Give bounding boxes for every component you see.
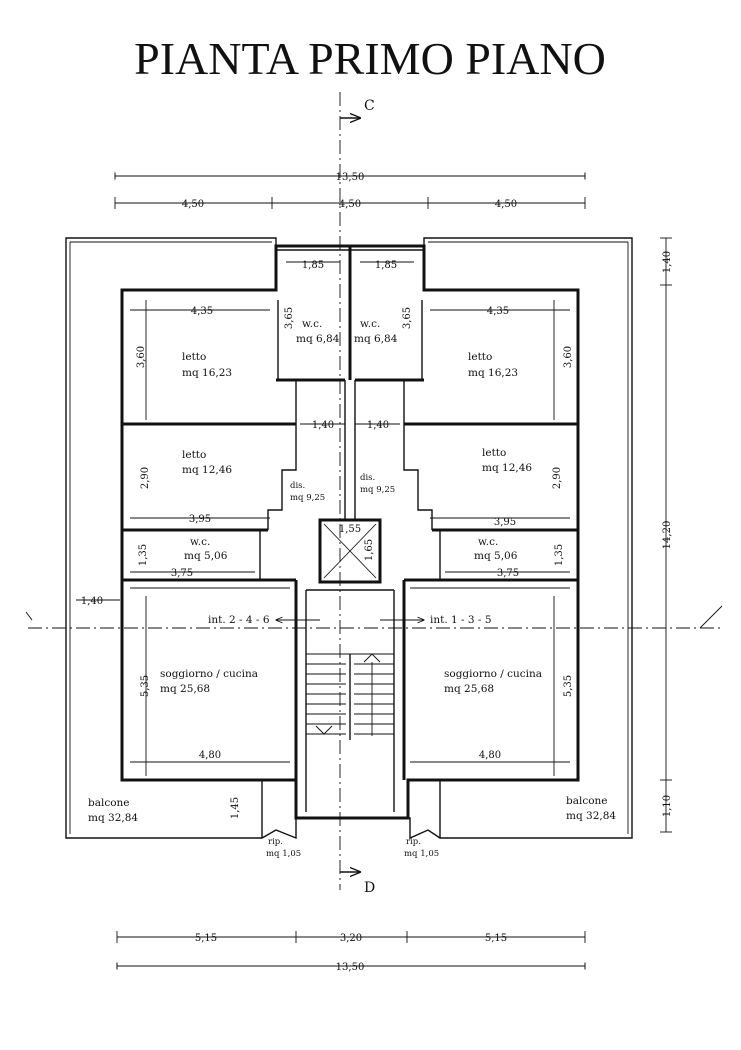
room-sogg-right-area: mq 25,68 [444, 683, 494, 695]
dim-letto1-w-left: 4,35 [191, 306, 213, 317]
dim-right-bottom: 1,10 [662, 795, 673, 817]
stair-treads [306, 653, 394, 740]
dim-bottom-left: 5,15 [195, 933, 217, 944]
dim-wc-h-left: 3,65 [284, 307, 295, 329]
dim-balcony-depth: 1,45 [230, 797, 241, 819]
room-balcone-left-name: balcone [88, 797, 130, 809]
room-wc2-right-area: mq 5,06 [474, 550, 518, 562]
dim-sogg-w-left: 4,80 [199, 750, 221, 761]
dim-top-mid: 4,50 [339, 199, 361, 210]
room-dis-left-area: mq 9,25 [290, 493, 325, 503]
dim-left-balcony: 1,40 [81, 596, 103, 607]
room-wc-left-name: w.c. [302, 318, 322, 330]
room-sogg-left-name: soggiorno / cucina [160, 668, 258, 680]
room-dis-left-name: dis. [290, 481, 305, 491]
bottom-dimension-total: 13,50 [116, 962, 586, 973]
room-dimension-texts: 1,85 1,85 3,65 3,65 4,35 4,35 3,60 3,60 … [81, 260, 574, 819]
room-wc-right-area: mq 6,84 [354, 333, 398, 345]
dim-letto2-h-left: 2,90 [140, 467, 151, 489]
dim-dis-w-left: 1,40 [312, 420, 334, 431]
cut-line-1 [699, 605, 723, 629]
section-mark-d: D [340, 872, 375, 896]
section-label-c: C [364, 98, 375, 114]
room-letto1-left-name: letto [182, 351, 206, 363]
room-dis-right-area: mq 9,25 [360, 485, 395, 495]
bottom-dimension-parts: 5,15 3,20 5,15 [116, 931, 586, 944]
room-rip-left-name: rip. [268, 837, 283, 847]
room-rip-right-name: rip. [406, 837, 421, 847]
dim-right-top: 1,40 [662, 251, 673, 273]
room-balcone-right-area: mq 32,84 [566, 810, 616, 822]
dim-wc2-w-right: 3,75 [497, 568, 519, 579]
room-wc-right-name: w.c. [360, 318, 380, 330]
dim-right-mid: 14,20 [662, 521, 673, 550]
room-dimension-lines [76, 261, 570, 776]
unit-label-right: int. 1 - 3 - 5 [430, 614, 492, 626]
dim-bottom-total: 13,50 [336, 962, 365, 973]
dim-wc2-h-left: 1,35 [138, 544, 149, 566]
room-balcone-left-area: mq 32,84 [88, 812, 138, 824]
page-title: PIANTA PRIMO PIANO [134, 33, 606, 84]
dim-letto2-w-left: 3,95 [189, 514, 211, 525]
dim-letto2-h-right: 2,90 [552, 467, 563, 489]
top-dimension-total: 13,50 [114, 172, 586, 183]
room-letto1-right-name: letto [468, 351, 492, 363]
dim-letto1-w-right: 4,35 [487, 306, 509, 317]
dim-sogg-h-left: 5,35 [140, 675, 151, 697]
room-rip-left-area: mq 1,05 [266, 849, 301, 859]
right-dimensions: 1,40 14,20 1,10 [660, 237, 673, 833]
cut-line-2 [25, 611, 33, 621]
room-wc-left-area: mq 6,84 [296, 333, 340, 345]
dim-letto2-w-right: 3,95 [494, 517, 516, 528]
dim-lift-h: 1,65 [364, 539, 375, 561]
dim-top-right: 4,50 [495, 199, 517, 210]
section-mark-c: C [340, 98, 375, 118]
room-sogg-left-area: mq 25,68 [160, 683, 210, 695]
dim-wc-w-right: 1,85 [375, 260, 397, 271]
room-letto2-right-name: letto [482, 447, 506, 459]
unit-label-left: int. 2 - 4 - 6 [208, 614, 270, 626]
top-dimension-parts: 4,50 4,50 4,50 [114, 197, 586, 210]
room-wc2-left-area: mq 5,06 [184, 550, 228, 562]
dim-bottom-right: 5,15 [485, 933, 507, 944]
dim-wc2-w-left: 3,75 [171, 568, 193, 579]
room-balcone-right-name: balcone [566, 795, 608, 807]
room-letto1-left-area: mq 16,23 [182, 367, 232, 379]
dim-letto1-h-left: 3,60 [136, 346, 147, 368]
room-rip-right-area: mq 1,05 [404, 849, 439, 859]
room-letto2-right-area: mq 12,46 [482, 462, 532, 474]
dim-dis-w-right: 1,40 [367, 420, 389, 431]
dim-letto1-h-right: 3,60 [563, 346, 574, 368]
outer-perimeter [65, 237, 633, 840]
dim-wc2-h-right: 1,35 [554, 544, 565, 566]
dim-lift-w: 1,55 [339, 524, 361, 535]
dim-wc-h-right: 3,65 [402, 307, 413, 329]
room-labels: w.c. mq 6,84 w.c. mq 6,84 letto mq 16,23… [88, 318, 616, 859]
dim-bottom-mid: 3,20 [340, 933, 362, 944]
room-letto2-left-area: mq 12,46 [182, 464, 232, 476]
interior-walls [122, 246, 578, 838]
dim-sogg-w-right: 4,80 [479, 750, 501, 761]
dim-top-total: 13,50 [336, 172, 365, 183]
dim-wc-w-left: 1,85 [302, 260, 324, 271]
room-dis-right-name: dis. [360, 473, 375, 483]
dim-top-left: 4,50 [182, 199, 204, 210]
unit-labels: int. 2 - 4 - 6 int. 1 - 3 - 5 [208, 614, 492, 626]
section-label-d: D [364, 880, 375, 896]
room-wc2-left-name: w.c. [190, 536, 210, 548]
room-letto2-left-name: letto [182, 449, 206, 461]
room-sogg-right-name: soggiorno / cucina [444, 668, 542, 680]
room-wc2-right-name: w.c. [478, 536, 498, 548]
room-letto1-right-area: mq 16,23 [468, 367, 518, 379]
dim-sogg-h-right: 5,35 [563, 675, 574, 697]
